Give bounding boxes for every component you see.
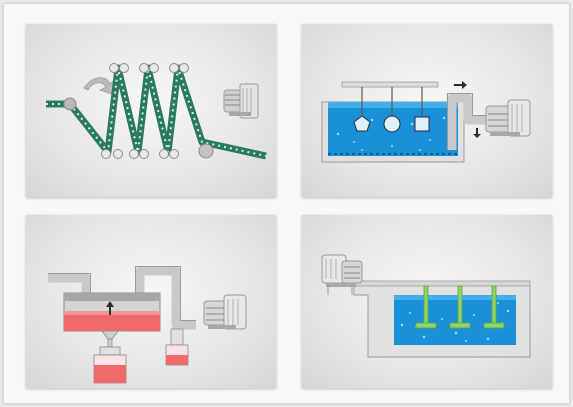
- panel-tank-aeration: [302, 24, 552, 197]
- pentagon-part-icon: [353, 115, 371, 132]
- down-arrow-icon: [473, 128, 481, 138]
- aeration-basin-diagram: [321, 254, 531, 358]
- collection-bottle-left: [93, 346, 127, 384]
- overhead-rail: [341, 81, 439, 88]
- vacuum-collection-diagram: [48, 266, 247, 384]
- collection-bottle-right: [165, 328, 189, 366]
- side-channel-blower-icon: [485, 99, 531, 137]
- concrete-basin: [353, 284, 531, 358]
- conveyor-belt-perforations: [46, 67, 267, 157]
- conveyor-belt-dryer-diagram: [46, 63, 267, 160]
- process-tank: [63, 292, 161, 332]
- panel-vacuum-extraction: [26, 215, 276, 388]
- side-channel-blower-icon: [321, 254, 363, 287]
- rollers: [63, 63, 214, 159]
- air-pipe: [447, 93, 488, 150]
- panel-conveyor-drying: [26, 24, 276, 197]
- square-part-icon: [414, 116, 430, 132]
- flow-arrow-icon: [454, 81, 467, 89]
- panel-wastewater-aeration: [302, 215, 552, 388]
- air-header-pipe: [341, 280, 531, 287]
- immersion-tank-diagram: [321, 81, 531, 163]
- round-part-icon: [383, 115, 401, 133]
- side-channel-blower-icon: [223, 83, 259, 119]
- up-arrow-icon: [106, 301, 114, 315]
- aerator-diffusers: [415, 285, 505, 329]
- pipework: [48, 266, 196, 330]
- side-channel-blower-icon: [203, 294, 247, 330]
- air-flow-arrow-icon: [83, 77, 115, 95]
- diagram-grid: [3, 3, 570, 404]
